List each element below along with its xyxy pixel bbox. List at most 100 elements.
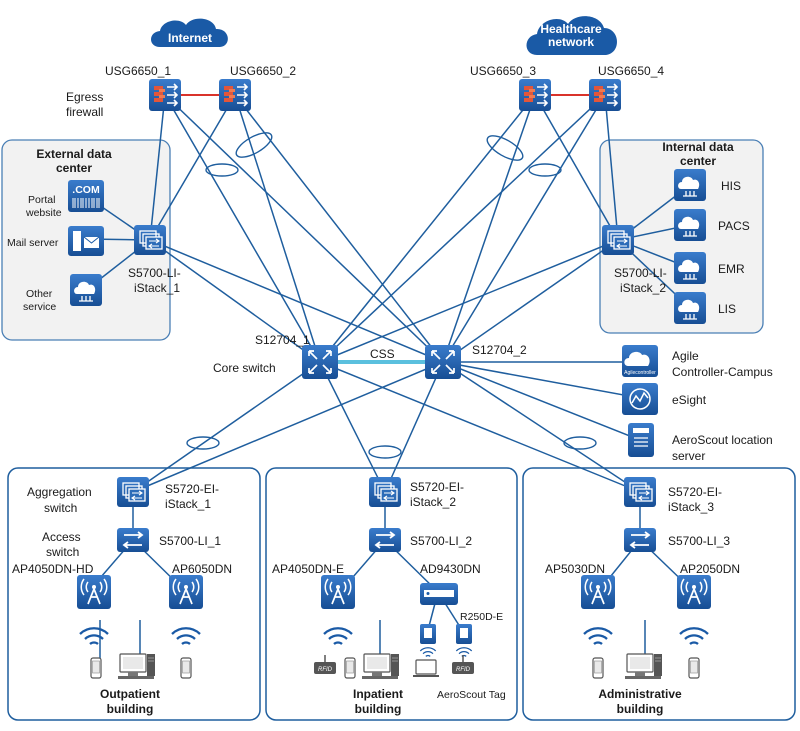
lis-server-icon[interactable] [673, 291, 707, 325]
rfid-left-icon: RFID [314, 655, 336, 674]
external-dc-title-1: External data [36, 147, 112, 161]
outpatient-ap-left-icon[interactable] [76, 574, 112, 610]
outpatient-ap-left-label: AP4050DN-HD [12, 562, 94, 576]
outpatient-access-switch-icon[interactable] [116, 527, 150, 553]
aeroscout-server-icon[interactable] [628, 423, 654, 457]
admin-building-label-1: Administrative [598, 687, 682, 701]
com-label: .COM [72, 184, 100, 196]
css-label: CSS [370, 347, 395, 361]
lis-label: LIS [718, 302, 736, 316]
inpatient-access-switch-label: S5700-LI_2 [410, 534, 472, 548]
internet-label: Internet [168, 31, 212, 45]
outpatient-ap-right-label: AP6050DN [172, 562, 232, 576]
laptop-icon [413, 659, 439, 677]
his-server-icon[interactable] [673, 168, 707, 202]
mail-server-icon[interactable] [68, 226, 104, 256]
rfid-right-icon: RFID [452, 655, 474, 674]
access-label-1: Access [42, 530, 81, 544]
inpatient-aggregation-switch-icon[interactable] [368, 476, 402, 508]
admin-access-switch-label: S5700-LI_3 [668, 534, 730, 548]
s5700-istack2-icon[interactable] [601, 224, 635, 256]
outpatient-phone-right-icon [180, 657, 192, 679]
aeroscout-tag-label: AeroScout Tag [437, 689, 506, 701]
admin-ap-left-label: AP5030DN [545, 562, 605, 576]
outpatient-access-switch-label: S5700-LI_1 [159, 534, 221, 548]
firewall-4-icon[interactable] [588, 78, 622, 112]
other-service-icon[interactable] [69, 273, 103, 307]
admin-access-switch-icon[interactable] [623, 527, 657, 553]
outpatient-phone-left-icon [90, 657, 102, 679]
pacs-label: PACS [718, 219, 750, 233]
admin-building-label-2: building [617, 702, 664, 716]
outpatient-building-panel [7, 467, 261, 721]
admin-aggregation-switch-icon[interactable] [623, 476, 657, 508]
s5700-istack2-label-2: iStack_2 [620, 281, 666, 295]
external-dc-title-2: center [56, 161, 92, 175]
emr-server-icon[interactable] [673, 251, 707, 285]
s5700-istack1-icon[interactable] [133, 224, 167, 256]
egress-label-1: Egress [66, 90, 103, 104]
administrative-building-panel [522, 467, 796, 721]
r250d-label: R250D-E [460, 611, 503, 623]
firewall-4-label: USG6650_4 [598, 64, 664, 78]
outpatient-building-label-2: building [107, 702, 154, 716]
portal-website-icon[interactable]: .COM [68, 180, 104, 212]
firewall-1-icon[interactable] [148, 78, 182, 112]
firewall-1-label: USG6650_1 [105, 64, 171, 78]
aggregation-label-1: Aggregation [27, 485, 92, 499]
other-service-label-2: service [23, 301, 56, 313]
core-switch-1-icon[interactable] [301, 344, 339, 380]
admin-agg-switch-label-2: iStack_3 [668, 500, 714, 514]
his-label: HIS [721, 179, 741, 193]
outpatient-aggregation-switch-icon[interactable] [116, 476, 150, 508]
core-switch-label: Core switch [213, 361, 276, 375]
internal-dc-title-1: Internal data [662, 140, 734, 154]
inpatient-phone-icon [344, 657, 356, 679]
emr-label: EMR [718, 262, 745, 276]
inpatient-ap-right-label: AD9430DN [420, 562, 481, 576]
portal-label-1: Portal [28, 194, 55, 206]
admin-phone-right-icon [688, 657, 700, 679]
inpatient-building-panel [265, 467, 518, 721]
internal-dc-title-2: center [680, 154, 716, 168]
r250d-left-icon[interactable] [420, 624, 436, 644]
outpatient-ap-right-icon[interactable] [168, 574, 204, 610]
firewall-3-label: USG6650_3 [470, 64, 536, 78]
outpatient-building-label-1: Outpatient [100, 687, 160, 701]
other-service-label-1: Other [26, 288, 53, 300]
s5700-istack2-label-1: S5700-LI- [614, 266, 667, 280]
firewall-3-icon[interactable] [518, 78, 552, 112]
admin-phone-left-icon [592, 657, 604, 679]
aeroscout-label-2: server [672, 449, 705, 463]
core-switch-2-label: S12704_2 [472, 343, 527, 357]
portal-label-2: website [25, 207, 62, 219]
admin-agg-switch-label-1: S5720-EI- [668, 485, 722, 499]
esight-icon[interactable] [622, 383, 658, 415]
healthcare-label-2: network [548, 35, 594, 49]
internet-cloud-icon: Internet [151, 18, 228, 47]
ad9430dn-icon[interactable] [420, 583, 458, 605]
aeroscout-label-1: AeroScout location [672, 433, 773, 447]
access-label-2: switch [46, 545, 79, 559]
inpatient-agg-switch-label-1: S5720-EI- [410, 480, 464, 494]
agile-controller-icon[interactable]: Agilecontroller [622, 345, 658, 377]
inpatient-ap-left-icon[interactable] [320, 574, 356, 610]
rfid-left-label: RFID [318, 667, 333, 673]
r250d-right-icon[interactable] [456, 624, 472, 644]
pacs-server-icon[interactable] [673, 208, 707, 242]
inpatient-building-label-1: Inpatient [353, 687, 403, 701]
inpatient-access-switch-icon[interactable] [368, 527, 402, 553]
link-bundles [186, 132, 597, 459]
egress-label-2: firewall [66, 105, 103, 119]
admin-ap-left-icon[interactable] [580, 574, 616, 610]
firewall-2-label: USG6650_2 [230, 64, 296, 78]
healthcare-cloud-icon: Healthcare network [526, 16, 618, 55]
admin-ap-right-icon[interactable] [676, 574, 712, 610]
aggregation-label-2: switch [44, 501, 77, 515]
outpatient-agg-switch-label-2: iStack_1 [165, 497, 211, 511]
firewall-2-icon[interactable] [218, 78, 252, 112]
outpatient-agg-switch-label-1: S5720-EI- [165, 482, 219, 496]
core-switch-2-icon[interactable] [424, 344, 462, 380]
